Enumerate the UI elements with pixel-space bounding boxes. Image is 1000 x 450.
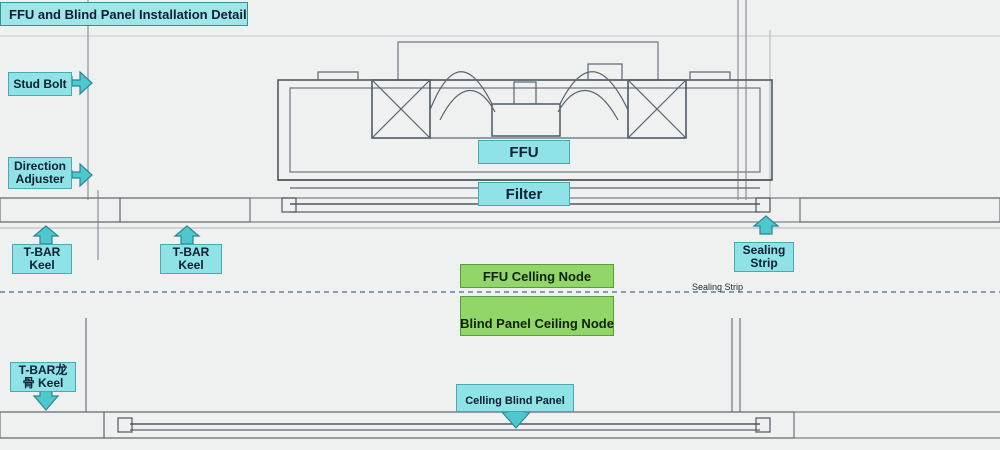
- sealing-strip-label: Sealing Strip: [734, 242, 794, 272]
- tbar-keel-left-label: T-BAR Keel: [12, 244, 72, 274]
- blind-panel-ceiling-node-label: Blind Panel Ceiling Node: [460, 296, 614, 336]
- filter-label: Filter: [478, 182, 570, 206]
- keel-arrows: [32, 215, 780, 245]
- blind-panel-section: [0, 318, 1000, 439]
- ceiling-blind-panel-label: Celling Blind Panel: [456, 384, 574, 412]
- direction-adjuster-label: Direction Adjuster: [8, 157, 72, 189]
- stud-bolt-label: Stud Bolt: [8, 72, 72, 96]
- ffu-housing: [277, 41, 773, 213]
- diagram-title: FFU and Blind Panel Installation Detail: [0, 2, 248, 26]
- tbar-keel-mid-label: T-BAR Keel: [160, 244, 222, 274]
- ffu-label: FFU: [478, 140, 570, 164]
- tbar-keel-cn-label: T-BAR龙骨 Keel: [10, 362, 76, 392]
- ffu-ceiling-node-label: FFU Celling Node: [460, 264, 614, 288]
- sealing-strip-note: Sealing Strip: [692, 282, 744, 292]
